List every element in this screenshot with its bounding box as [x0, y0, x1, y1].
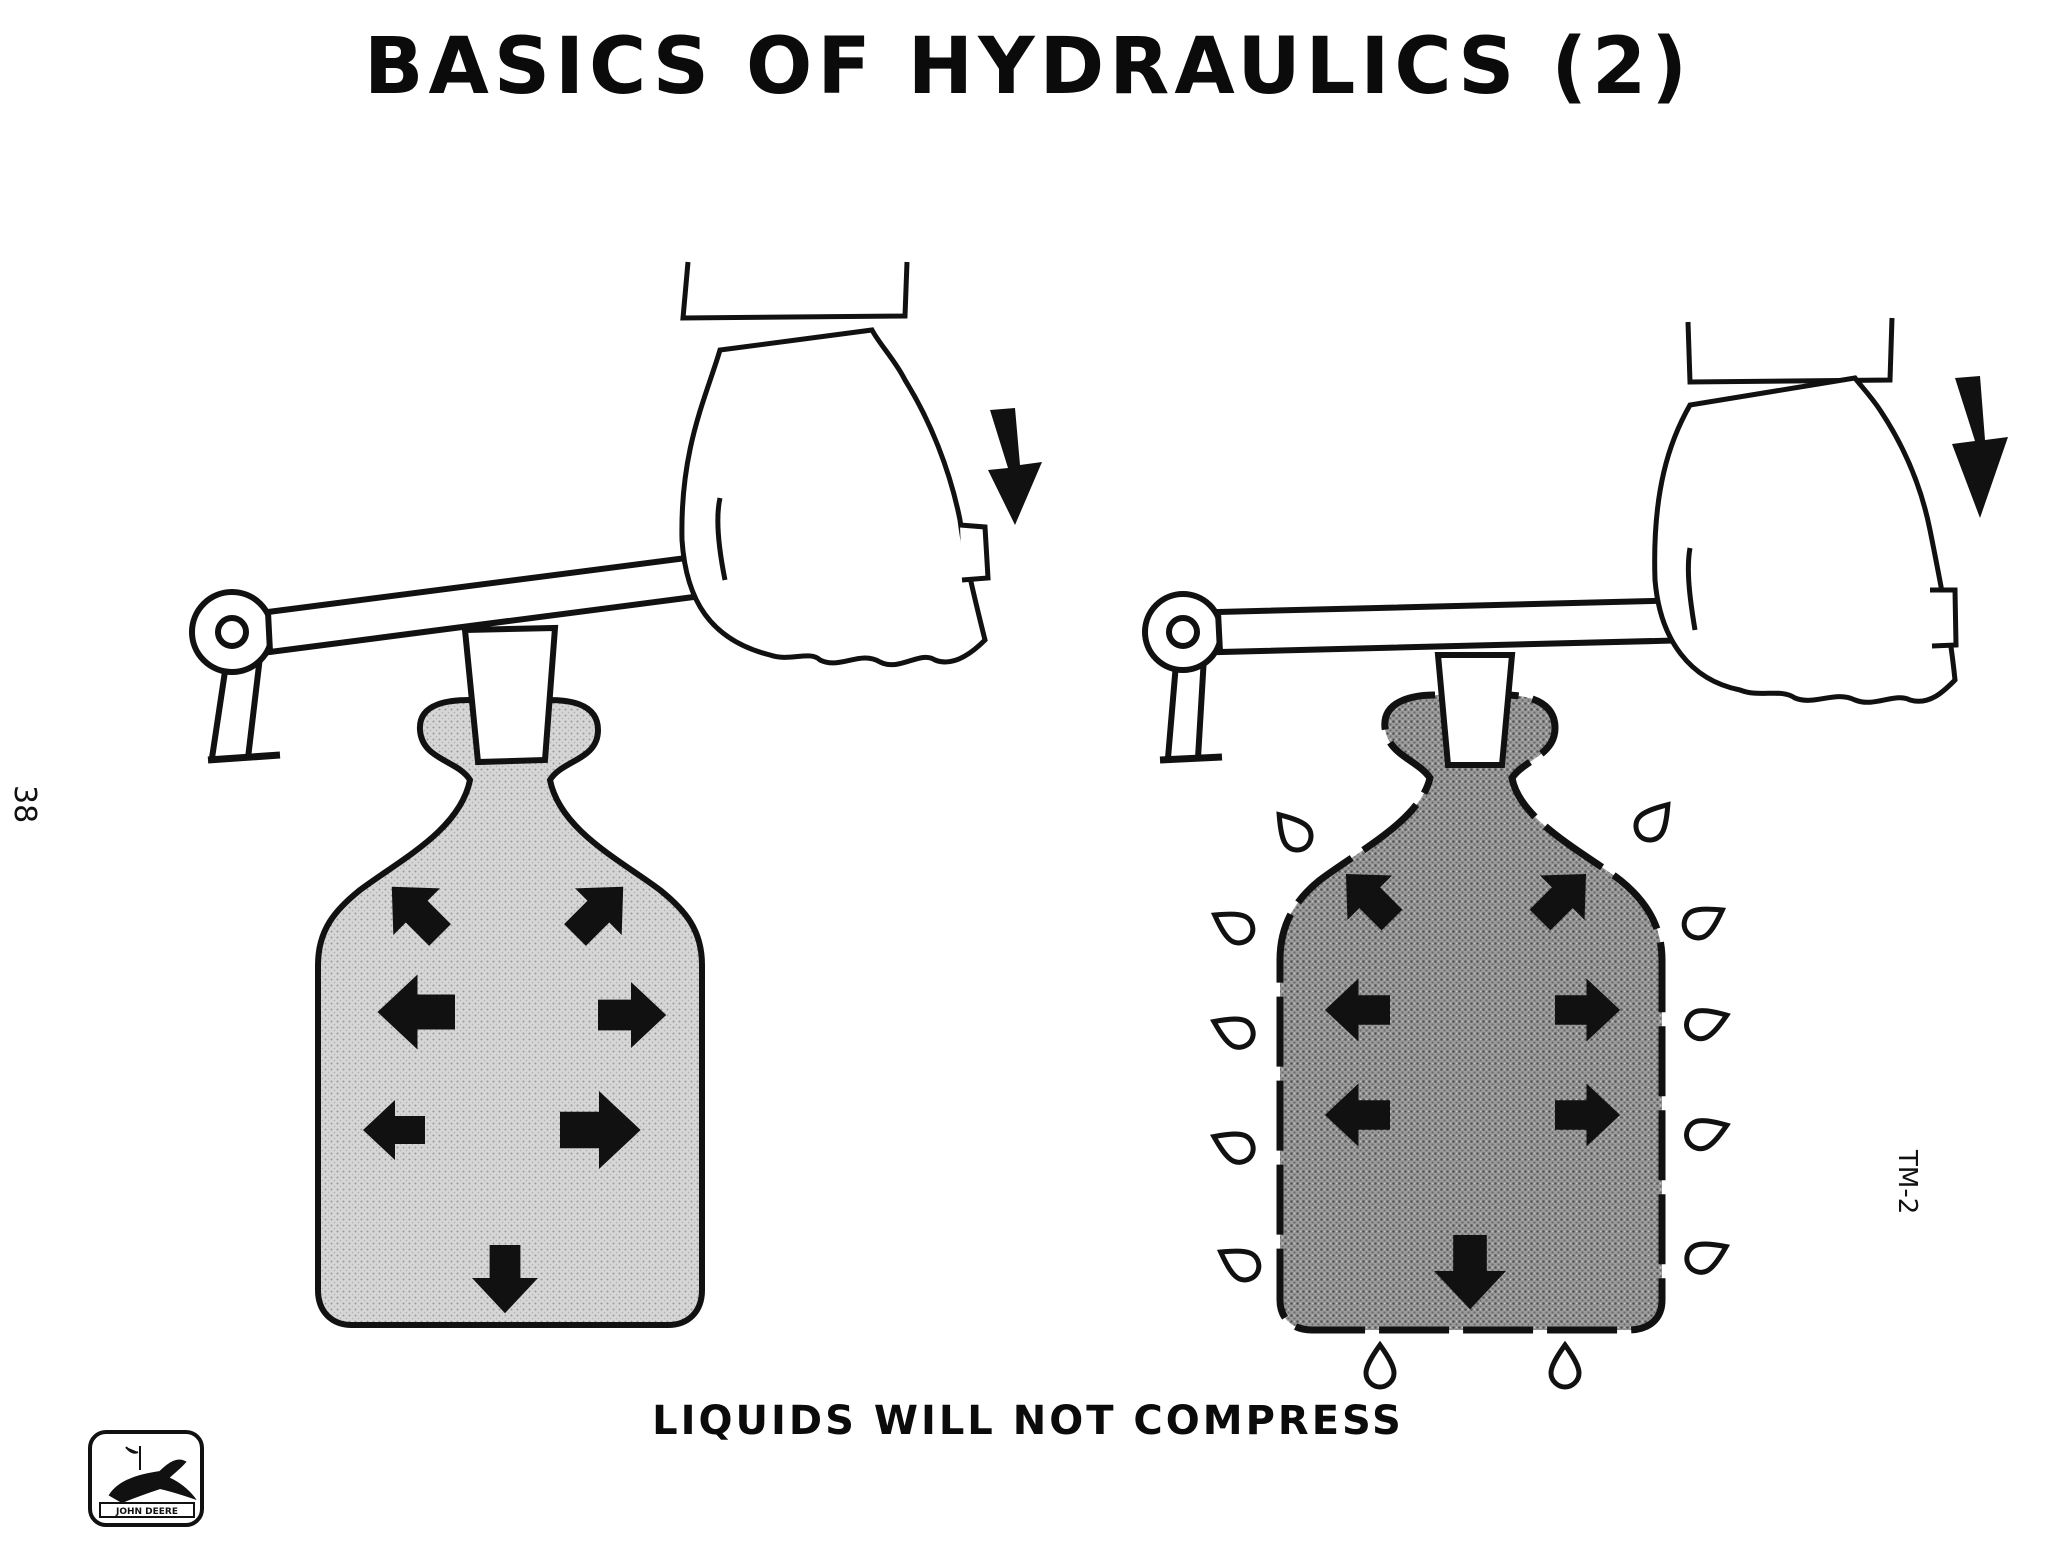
john-deere-logo: JOHN DEERE: [88, 1430, 204, 1527]
force-arrow-left: [988, 408, 1042, 525]
bottle-right: [1276, 691, 1666, 1334]
slide-caption: LIQUIDS WILL NOT COMPRESS: [652, 1398, 1404, 1444]
plunger-right: [1434, 652, 1516, 768]
left-illustration: [189, 261, 1042, 1328]
logo-text: JOHN DEERE: [115, 1507, 178, 1517]
logo-text-band: [99, 1502, 195, 1518]
document-code: TM-2: [1892, 1150, 1922, 1215]
leaping-deer-icon: [108, 1446, 197, 1504]
pivot-hole: [215, 615, 249, 649]
right-illustration: [1142, 317, 2008, 1387]
lever-right: [1214, 596, 1698, 656]
force-arrow-right: [1952, 376, 2008, 518]
page-number: 38: [7, 785, 42, 824]
slide-title: BASICS OF HYDRAULICS (2): [364, 22, 1692, 112]
hand-right: [1652, 317, 1959, 705]
pivot-hole-right: [1166, 615, 1200, 649]
bottle-left: [315, 697, 705, 1328]
hand-left: [679, 261, 991, 668]
plunger-left: [461, 624, 559, 766]
